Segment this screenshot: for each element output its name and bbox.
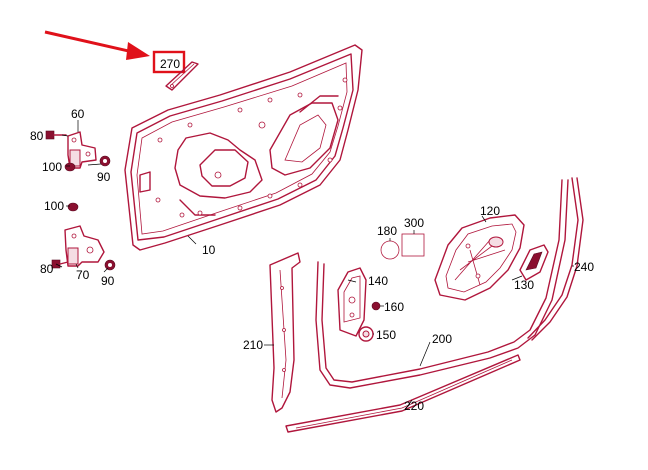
label-300[interactable]: 300 — [404, 216, 424, 230]
label-120[interactable]: 120 — [480, 204, 500, 218]
label-130[interactable]: 130 — [514, 278, 534, 292]
part-240-strip[interactable] — [527, 177, 584, 341]
part-150-grommet[interactable] — [358, 326, 374, 342]
label-200[interactable]: 200 — [432, 332, 452, 346]
label-60[interactable]: 60 — [71, 107, 85, 121]
label-210[interactable]: 210 — [243, 338, 263, 352]
part-160-clip[interactable] — [371, 301, 381, 311]
annotation-arrow — [44, 30, 150, 60]
label-160[interactable]: 160 — [384, 300, 404, 314]
part-140-panel[interactable] — [337, 267, 367, 337]
label-140[interactable]: 140 — [368, 274, 388, 288]
part-100-clip-lower[interactable] — [67, 202, 79, 212]
part-90-nut-lower[interactable] — [104, 259, 116, 271]
part-100-clip-upper[interactable] — [64, 162, 76, 172]
part-210-strip[interactable] — [269, 252, 301, 413]
part-270-trim[interactable] — [165, 61, 199, 91]
label-10[interactable]: 10 — [202, 243, 216, 257]
part-180-cover[interactable] — [380, 240, 400, 260]
part-10-door-shell[interactable] — [124, 44, 363, 251]
label-90-lower[interactable]: 90 — [101, 274, 115, 288]
label-80-upper[interactable]: 80 — [30, 129, 44, 143]
label-70[interactable]: 70 — [76, 268, 90, 282]
leader-lines — [55, 120, 574, 411]
label-80-lower[interactable]: 80 — [40, 262, 54, 276]
part-60-upper-hinge[interactable] — [67, 131, 97, 169]
part-90-nut-upper[interactable] — [99, 155, 111, 167]
label-100-upper[interactable]: 100 — [42, 160, 62, 174]
part-80-bolt-lower[interactable] — [51, 259, 69, 269]
label-240[interactable]: 240 — [574, 260, 594, 274]
part-labels: 270 60 80 100 90 100 80 70 90 10 180 300… — [30, 57, 594, 413]
highlight-box-270 — [152, 50, 186, 74]
part-130-handle[interactable] — [519, 244, 549, 281]
part-200-seal[interactable] — [315, 179, 569, 389]
part-70-lower-hinge[interactable] — [64, 225, 105, 267]
label-220[interactable]: 220 — [404, 399, 424, 413]
part-300-pad[interactable] — [401, 233, 425, 257]
label-180[interactable]: 180 — [377, 224, 397, 238]
label-100-lower[interactable]: 100 — [44, 199, 64, 213]
part-220-sill[interactable] — [285, 354, 521, 433]
label-270[interactable]: 270 — [160, 57, 180, 71]
part-120-door-module[interactable] — [434, 214, 525, 301]
label-90-upper[interactable]: 90 — [97, 170, 111, 184]
label-150[interactable]: 150 — [376, 328, 396, 342]
